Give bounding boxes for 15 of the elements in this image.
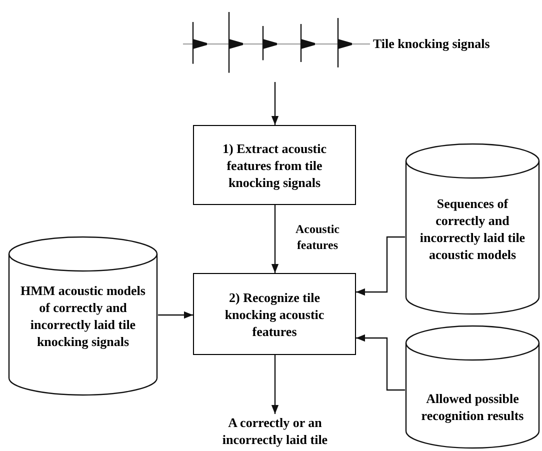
arrow — [356, 334, 405, 391]
cylinder-label: Allowed possible recognition results — [420, 390, 525, 424]
process-box — [193, 125, 356, 205]
arrow — [271, 355, 279, 414]
arrow — [271, 82, 279, 125]
box-label: 2) Recognize tile knocking acoustic features — [224, 288, 326, 340]
cylinder-label: Sequences of correctly and incorrectly laid tile acoustic models — [418, 195, 526, 263]
box-label: 1) Extract acoustic features from tile knocking signals — [222, 140, 328, 190]
arrow — [158, 311, 193, 319]
signal-label: Tile knocking signals — [373, 35, 490, 52]
arrow — [271, 205, 279, 273]
process-box — [193, 273, 356, 355]
cylinder-label: HMM acoustic models of correctly and incorrectly laid tile knocking signals — [20, 282, 146, 350]
arrow — [356, 236, 405, 296]
output-text: A correctly or an incorrectly laid tile — [200, 414, 350, 450]
